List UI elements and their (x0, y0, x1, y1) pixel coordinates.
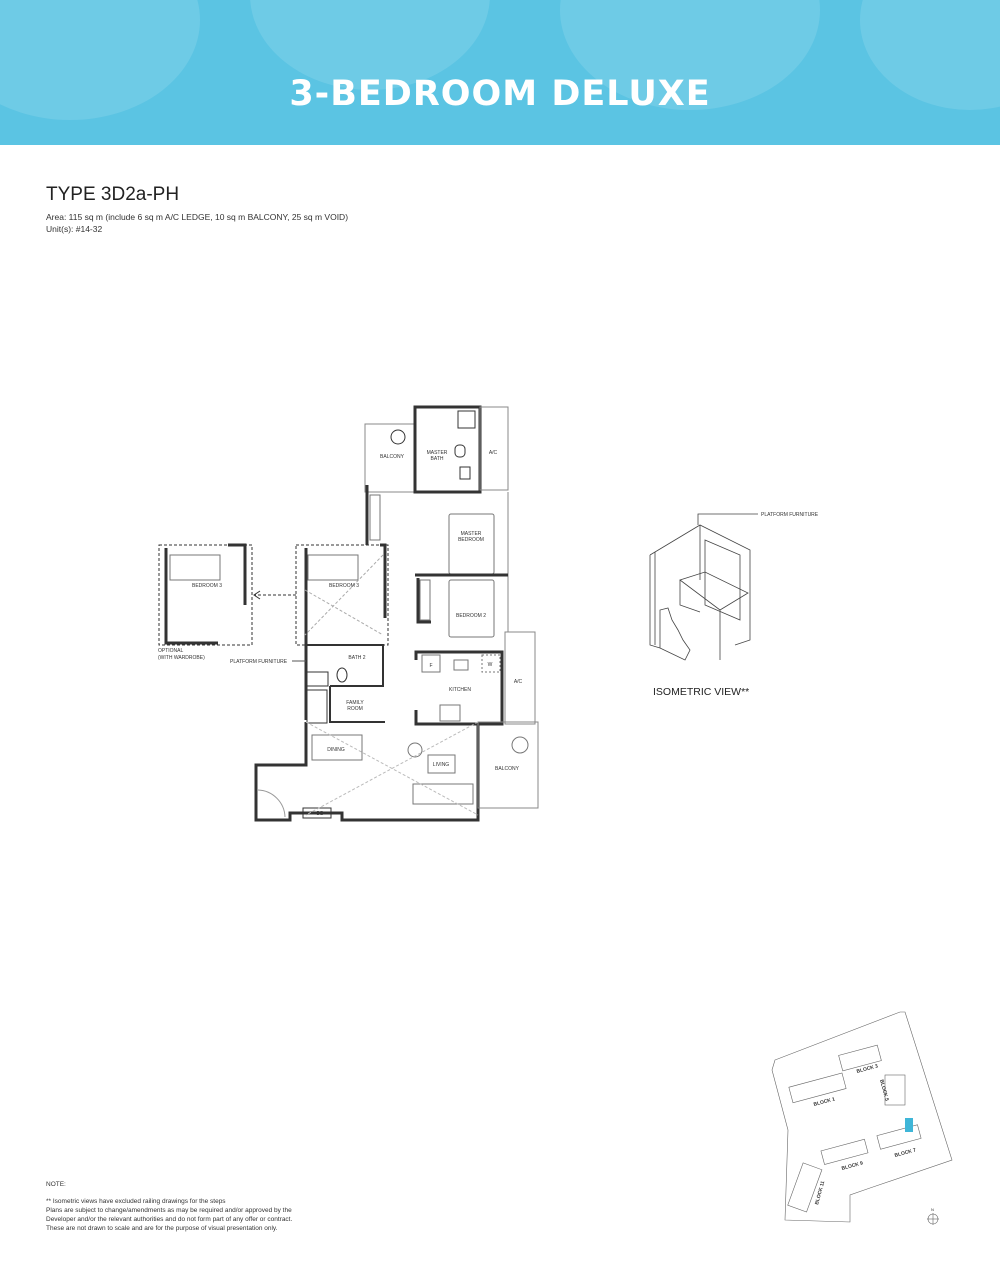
unit-area: Area: 115 sq m (include 6 sq m A/C LEDGE… (46, 212, 349, 222)
notes: NOTE: ** Isometric views have excluded r… (46, 1180, 292, 1233)
room-label-washer: W (488, 662, 493, 668)
bed3-icon (307, 554, 359, 581)
unit-location-highlight (905, 1118, 913, 1132)
fridge-icon (421, 654, 441, 673)
note-line: Plans are subject to change/amendments a… (46, 1207, 292, 1214)
block-label: BLOCK 5 (878, 1079, 890, 1102)
balcony-bottom-outline (477, 721, 539, 809)
note-line: These are not drawn to scale and are for… (46, 1225, 278, 1232)
notes-heading: NOTE: (46, 1181, 66, 1188)
room-label-bedroom3: BEDROOM 3 (329, 583, 359, 589)
optional-bedroom3-outline (158, 544, 253, 646)
shower-icon (305, 671, 329, 687)
dining-table-icon (311, 734, 363, 761)
room-label-family-room: ROOM (347, 706, 363, 712)
ac-ledge-top (479, 406, 509, 491)
sofa-icon (412, 783, 474, 805)
sink-icon (453, 659, 469, 671)
room-label-master-bedroom: MASTER (461, 531, 482, 537)
block-label: BLOCK 3 (856, 1063, 879, 1075)
balcony-chair-icon (390, 429, 406, 445)
note-line: ** Isometric views have excluded railing… (46, 1198, 226, 1205)
room-label-fridge: F (429, 663, 432, 669)
room-label-ac: A/C (489, 450, 498, 456)
block-label: BLOCK 1 (813, 1096, 836, 1108)
bedroom3-void-outline (295, 544, 389, 646)
room-label-dining: DINING (327, 747, 345, 753)
unit-numbers: Unit(s): #14-32 (46, 224, 103, 234)
bed3-optional-icon (169, 554, 221, 581)
wardrobe-icon (419, 579, 431, 621)
room-label-bath2: BATH 2 (348, 655, 365, 661)
page-header-banner: 3-BEDROOM DELUXE (0, 0, 1000, 145)
ac-ledge-right (504, 631, 536, 725)
room-label-bedroom3-optional: BEDROOM 3 (192, 583, 222, 589)
armchair-icon (407, 742, 423, 758)
living-table-icon (427, 754, 456, 774)
block-label: BLOCK 7 (894, 1147, 917, 1159)
optional-label: OPTIONAL (158, 648, 184, 654)
wardrobe-icon (306, 689, 328, 724)
basin-icon (459, 466, 471, 480)
site-plan (771, 1011, 953, 1225)
room-label-kitchen: KITCHEN (449, 687, 471, 693)
optional-label: (WITH WARDROBE) (158, 655, 205, 661)
room-label-db: DB (317, 811, 325, 817)
north-label: N (931, 1207, 934, 1212)
block-label: BLOCK 9 (841, 1160, 864, 1172)
shower-icon (457, 410, 476, 429)
toilet-icon (336, 667, 348, 683)
wardrobe-icon (369, 494, 381, 541)
room-label-living: LIVING (433, 762, 450, 768)
room-label-ac: A/C (514, 679, 523, 685)
page-title: 3-BEDROOM DELUXE (289, 74, 711, 114)
block-label: BLOCK 11 (814, 1180, 826, 1205)
db-box (302, 807, 332, 819)
toilet-icon (454, 444, 466, 458)
room-label-master-bedroom: BEDROOM (458, 537, 484, 543)
master-bed-icon (448, 513, 495, 575)
room-label-master-bath: MASTER (427, 450, 448, 456)
room-label-balcony: BALCONY (495, 766, 520, 772)
washer-icon (481, 654, 501, 673)
platform-furniture-label: PLATFORM FURNITURE (230, 659, 288, 665)
balcony-chair-icon (511, 736, 529, 754)
bed2-icon (448, 579, 495, 638)
room-label-bedroom2: BEDROOM 2 (456, 613, 486, 619)
note-line: Developer and/or the relevant authoritie… (46, 1216, 293, 1223)
hob-icon (439, 704, 461, 722)
isometric-view-label: ISOMETRIC VIEW** (653, 686, 750, 698)
living-dining-walls (254, 722, 480, 822)
room-label-family-room: FAMILY (346, 700, 364, 706)
room-label-balcony: BALCONY (380, 454, 405, 460)
isometric-drawing (649, 513, 758, 661)
isometric-callout: PLATFORM FURNITURE (761, 512, 819, 518)
room-label-master-bath: BATH (431, 456, 444, 462)
unit-type-title: TYPE 3D2a-PH (46, 184, 180, 205)
